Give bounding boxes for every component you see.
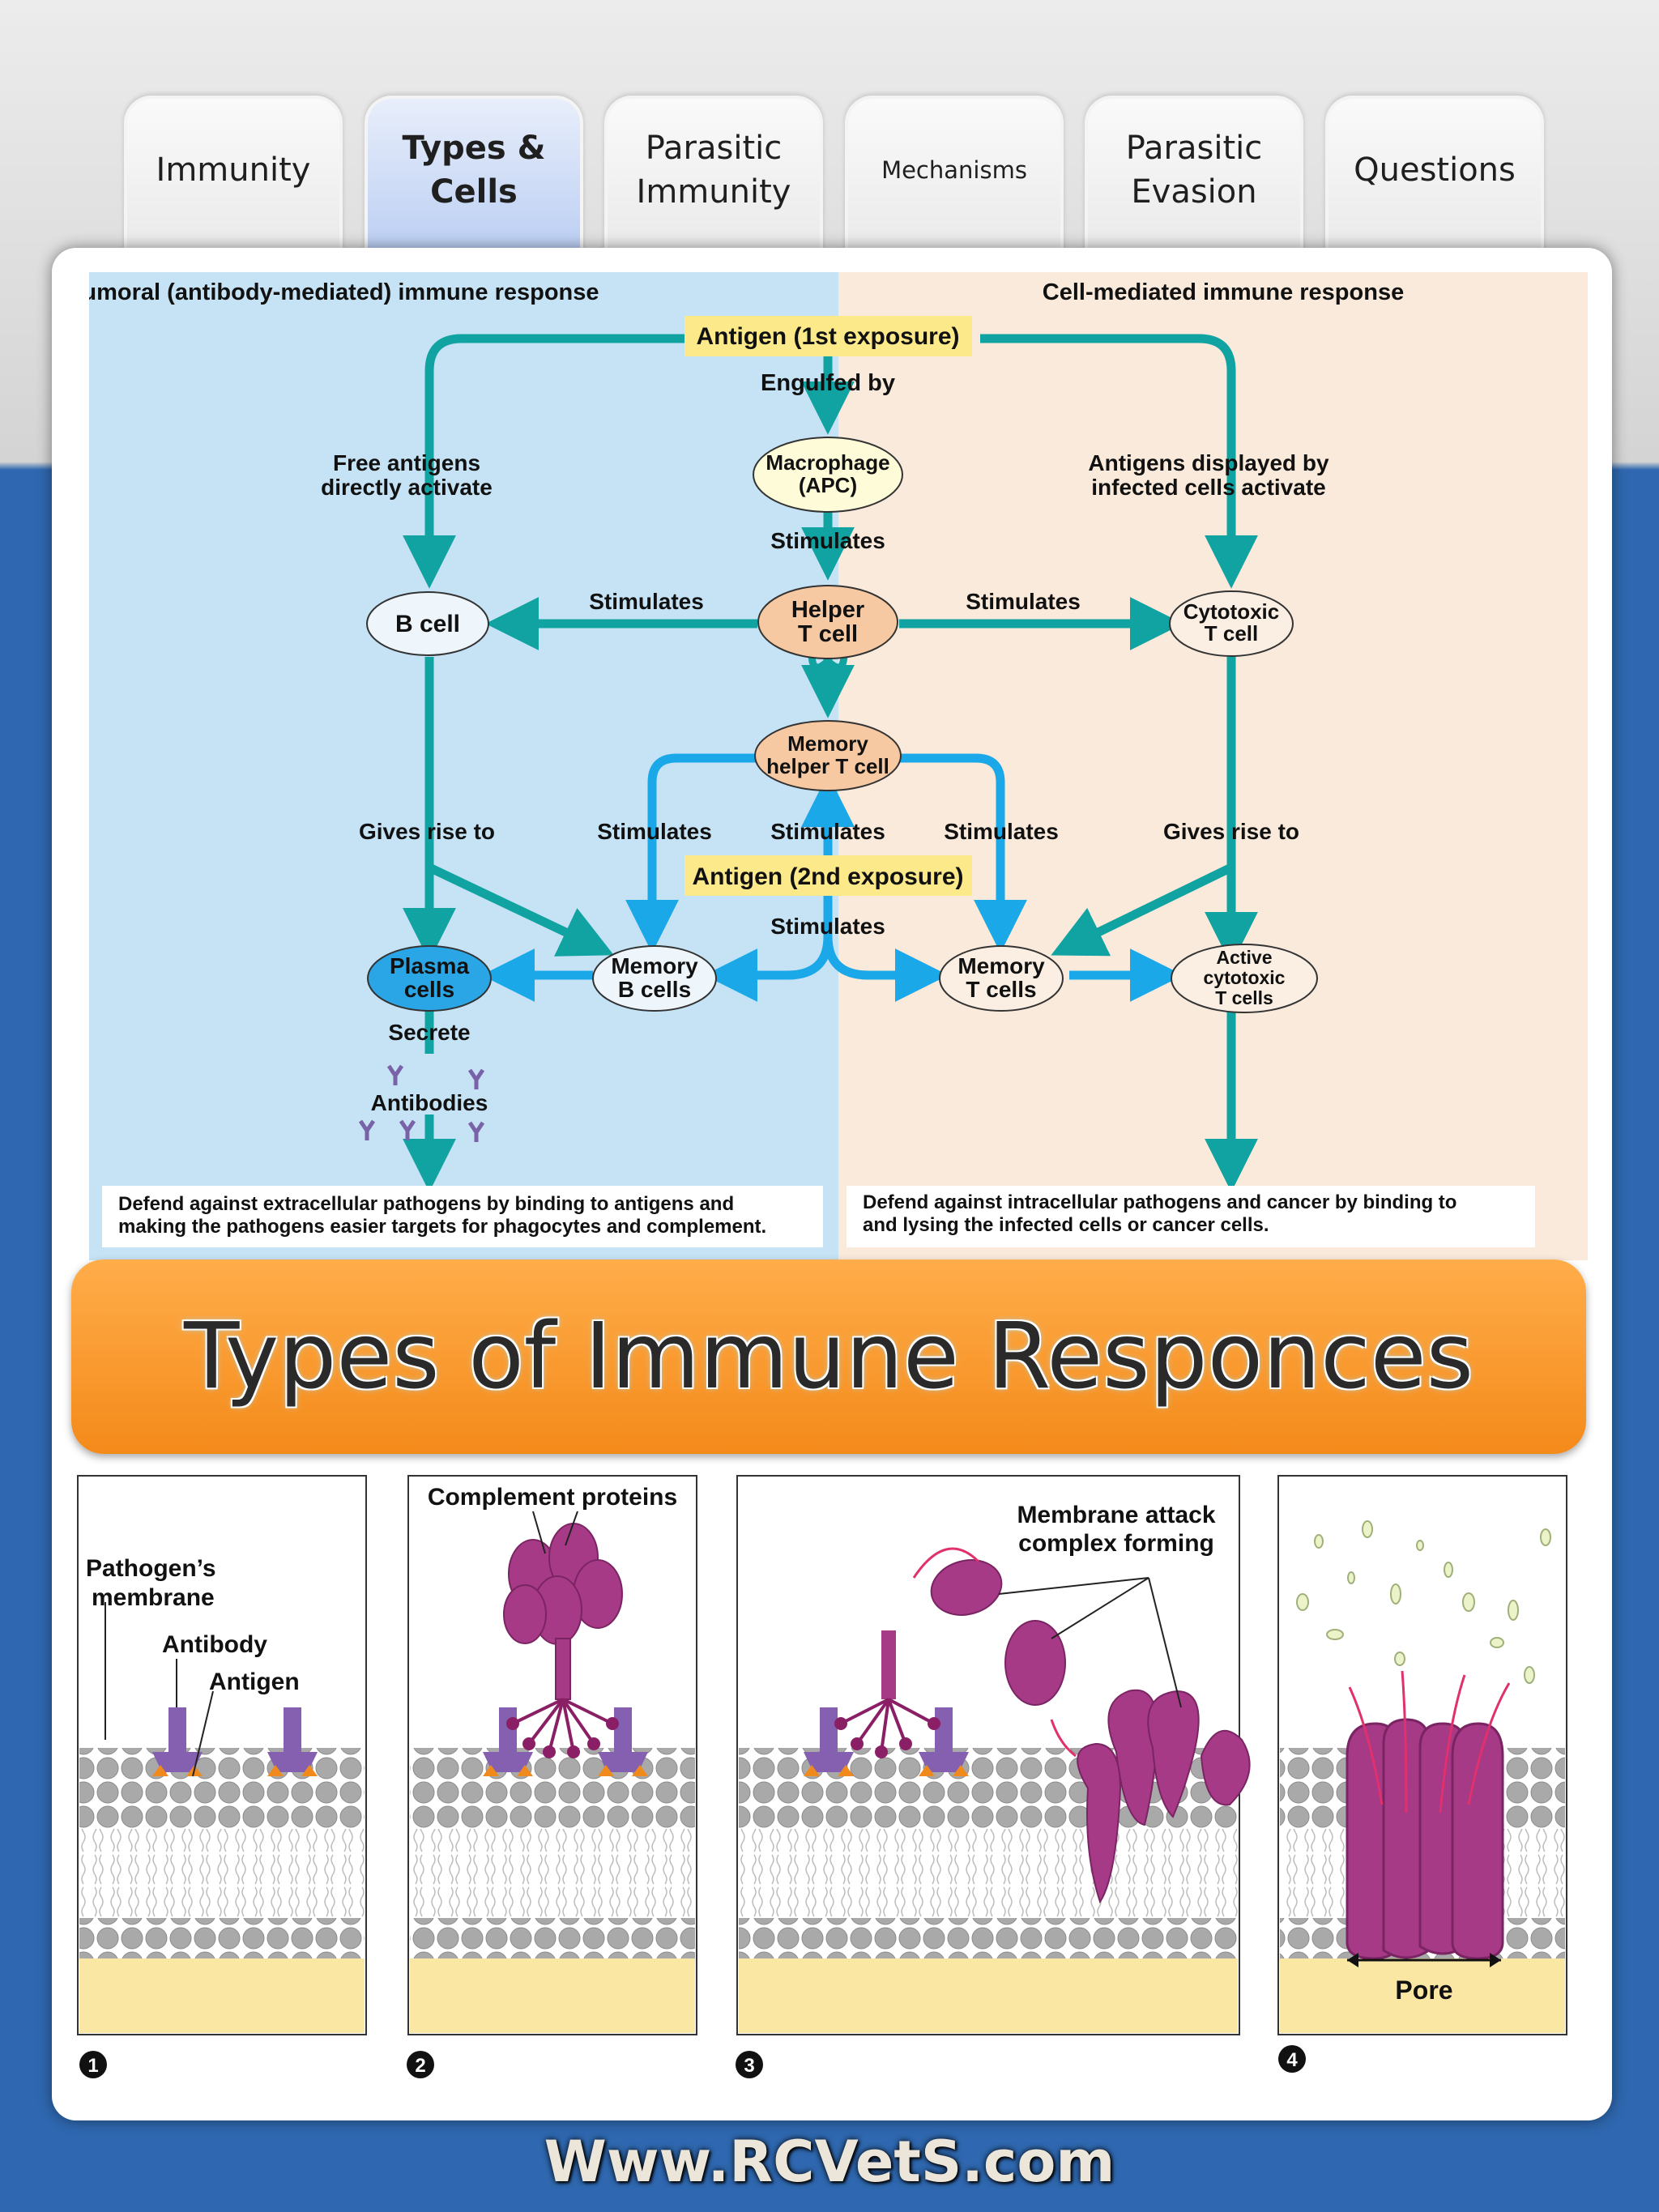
svg-text:1: 1 xyxy=(87,2055,98,2077)
helper-t-cell-node xyxy=(757,585,898,659)
memory-t-line2: T cells xyxy=(966,977,1036,1002)
tab-mechanisms[interactable]: Mechanisms xyxy=(845,96,1064,258)
gives-rise-right: Gives rise to xyxy=(1163,819,1299,844)
stimulates-label-left: Stimulates xyxy=(589,589,704,614)
free-antigens-line2: directly activate xyxy=(321,475,493,500)
svg-text:2: 2 xyxy=(415,2055,425,2077)
svg-text:4: 4 xyxy=(1286,2049,1298,2071)
cytotoxic-t-line2: T cell xyxy=(1205,621,1258,646)
macrophage-line2: (APC) xyxy=(799,473,857,497)
stimulates-label-right: Stimulates xyxy=(966,589,1081,614)
mac-forming-line1: Membrane attack xyxy=(1017,1502,1215,1528)
defend-left-line1: Defend against extracellular pathogens b… xyxy=(118,1193,734,1215)
memory-b-line1: Memory xyxy=(611,953,698,978)
gives-rise-left: Gives rise to xyxy=(359,819,495,844)
tab-parasitic-immunity[interactable]: Parasitic Immunity xyxy=(604,96,823,258)
defend-right-box xyxy=(847,1186,1535,1247)
step-number-1 xyxy=(79,2051,107,2078)
b-cell-node xyxy=(366,591,489,656)
cell-mediated-heading: Cell-mediated immune response xyxy=(1043,279,1404,305)
defend-right-line2: and lysing the infected cells or cancer … xyxy=(863,1214,1269,1236)
stimulates-memory-helper: Stimulates xyxy=(770,819,885,844)
antibody-icons xyxy=(358,1064,485,1142)
mac-panel-2: Complement proteins 2 xyxy=(407,1475,697,2078)
step-number-2 xyxy=(407,2051,434,2078)
antigens-displayed-line1: Antigens displayed by xyxy=(1088,450,1329,475)
antibody-label: Antibody xyxy=(162,1631,267,1658)
title-banner: Types of Immune Responces xyxy=(71,1259,1586,1454)
complement-proteins-label: Complement proteins xyxy=(428,1484,677,1511)
plasma-line2: cells xyxy=(404,977,454,1002)
pathogen-membrane-line1: Pathogen’s xyxy=(86,1555,216,1582)
mac-panel-1: Pathogen’s membrane Antibody Antigen 1 xyxy=(77,1475,367,2078)
macrophage-line1: Macrophage xyxy=(766,450,889,475)
antigen-second-box xyxy=(684,855,972,896)
antigen-label: Antigen xyxy=(209,1669,300,1695)
memory-helper-line1: Memory xyxy=(787,731,868,756)
memory-helper-line2: helper T cell xyxy=(766,754,889,778)
antigen-first-label: Antigen (1st exposure) xyxy=(696,323,959,350)
secrete-label: Secrete xyxy=(388,1020,470,1045)
antigens-displayed-line2: infected cells activate xyxy=(1091,475,1325,500)
pore-label: Pore xyxy=(1395,1975,1452,2005)
engulfed-by-label: Engulfed by xyxy=(761,370,895,396)
tab-types-cells[interactable]: Types & Cells xyxy=(365,96,583,258)
cell-mediated-panel xyxy=(838,272,1588,1260)
plasma-cells-node xyxy=(367,945,492,1012)
b-cell-label: B cell xyxy=(395,611,460,637)
active-cytotoxic-line1: Active xyxy=(1216,947,1272,968)
website-footer[interactable]: Www.RCVetS.com xyxy=(544,2129,1115,2195)
active-cytotoxic-line2: cytotoxic xyxy=(1204,967,1286,988)
antigen-second-label: Antigen (2nd exposure) xyxy=(692,863,963,890)
stimulates-label-center: Stimulates xyxy=(770,528,885,553)
banner-title: Types of Immune Responces xyxy=(184,1304,1473,1409)
defend-left-box xyxy=(102,1186,823,1247)
memory-t-node xyxy=(939,945,1064,1012)
tab-immunity[interactable]: Immunity xyxy=(124,96,343,258)
antigen-first-box xyxy=(684,316,972,356)
mac-panel-4: Pore 4 xyxy=(1277,1475,1567,2073)
immune-response-flowchart: Humoral (antibody-mediated) immune respo… xyxy=(89,272,1588,1260)
svg-text:3: 3 xyxy=(744,2055,754,2077)
memory-t-line1: Memory xyxy=(957,953,1045,978)
active-cytotoxic-line3: T cells xyxy=(1215,987,1273,1008)
complement-mac-diagram: Pathogen’s membrane Antibody Antigen 1 xyxy=(77,1475,1567,2078)
antibodies-label: Antibodies xyxy=(371,1090,488,1115)
cytotoxic-t-line1: Cytotoxic xyxy=(1183,599,1279,624)
plasma-line1: Plasma xyxy=(390,953,469,978)
memory-helper-t-node xyxy=(754,720,902,791)
pathogen-membrane-line2: membrane xyxy=(92,1584,215,1611)
mac-panel-3: Membrane attack complex forming 3 xyxy=(736,1475,1251,2078)
defend-right-line1: Defend against intracellular pathogens a… xyxy=(863,1191,1456,1213)
step-number-3 xyxy=(736,2051,763,2078)
memory-b-line2: B cells xyxy=(618,977,691,1002)
tab-parasitic-evasion[interactable]: Parasitic Evasion xyxy=(1085,96,1303,258)
macrophage-node xyxy=(753,437,903,513)
active-cytotoxic-node xyxy=(1171,944,1318,1013)
mac-forming-line2: complex forming xyxy=(1018,1530,1214,1557)
stimulates-memory-b: Stimulates xyxy=(597,819,712,844)
free-antigens-line1: Free antigens xyxy=(333,450,480,475)
step-number-4 xyxy=(1278,2045,1306,2073)
helper-t-line1: Helper xyxy=(791,597,864,623)
defend-left-line2: making the pathogens easier targets for … xyxy=(118,1216,766,1238)
humoral-heading: Humoral (antibody-mediated) immune respo… xyxy=(89,279,599,305)
stimulates-antigen-second: Stimulates xyxy=(770,914,885,939)
stimulates-memory-t: Stimulates xyxy=(944,819,1059,844)
humoral-panel xyxy=(89,272,838,1260)
cytotoxic-t-cell-node xyxy=(1169,590,1294,657)
helper-t-line2: T cell xyxy=(798,621,858,647)
memory-b-node xyxy=(592,945,717,1012)
tab-questions[interactable]: Questions xyxy=(1325,96,1544,258)
